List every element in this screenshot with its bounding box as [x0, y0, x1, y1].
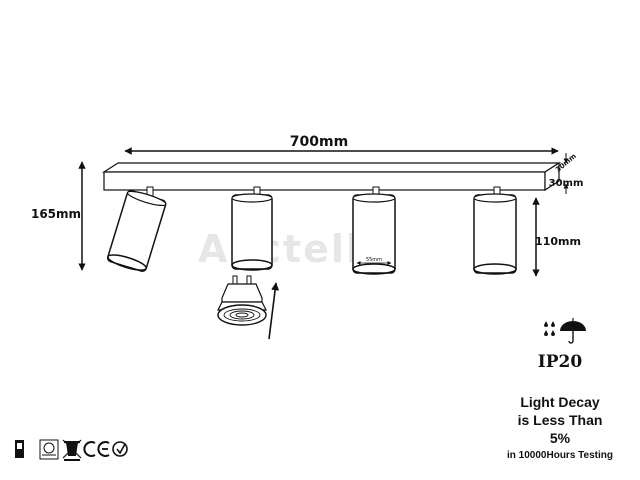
- bs-mark-icon: [15, 440, 24, 458]
- light-decay-line-3: 5%: [549, 430, 571, 446]
- length-label: 700mm: [290, 134, 348, 150]
- weee-icon: [62, 439, 82, 461]
- gu10-bulb-icon: [217, 275, 267, 326]
- head-height-label: 110mm: [535, 235, 581, 248]
- light-decay-note: in 10000Hours Testing: [507, 450, 613, 461]
- bar-depth-label: 30mm: [549, 178, 584, 189]
- insertion-arrow: [268, 282, 280, 340]
- spotlight-head-3: 55mm: [352, 186, 396, 275]
- head-height-dimension: 110mm: [532, 197, 581, 277]
- length-dimension: 700mm: [124, 131, 559, 155]
- c-tick-icon: [112, 441, 128, 457]
- spotlight-head-4: [473, 186, 517, 275]
- ip-rating: IP20: [537, 352, 583, 372]
- light-decay-text: Light Decay is Less Than 5%: [490, 393, 630, 447]
- rohs-icon: [39, 439, 59, 460]
- umbrella-rain-icon: [544, 318, 586, 344]
- head-diameter-label: 55mm: [366, 257, 382, 263]
- spotlight-head-1: [107, 186, 167, 272]
- height-dimension: 165mm: [31, 161, 86, 271]
- certification-marks: [15, 439, 128, 461]
- light-decay-line-2: is Less Than: [517, 412, 603, 428]
- ce-icon: [83, 441, 110, 457]
- spotlight-head-2: [231, 186, 273, 271]
- height-label: 165mm: [31, 207, 81, 221]
- light-decay-line-1: Light Decay: [520, 394, 600, 410]
- rail-bar: [101, 161, 562, 192]
